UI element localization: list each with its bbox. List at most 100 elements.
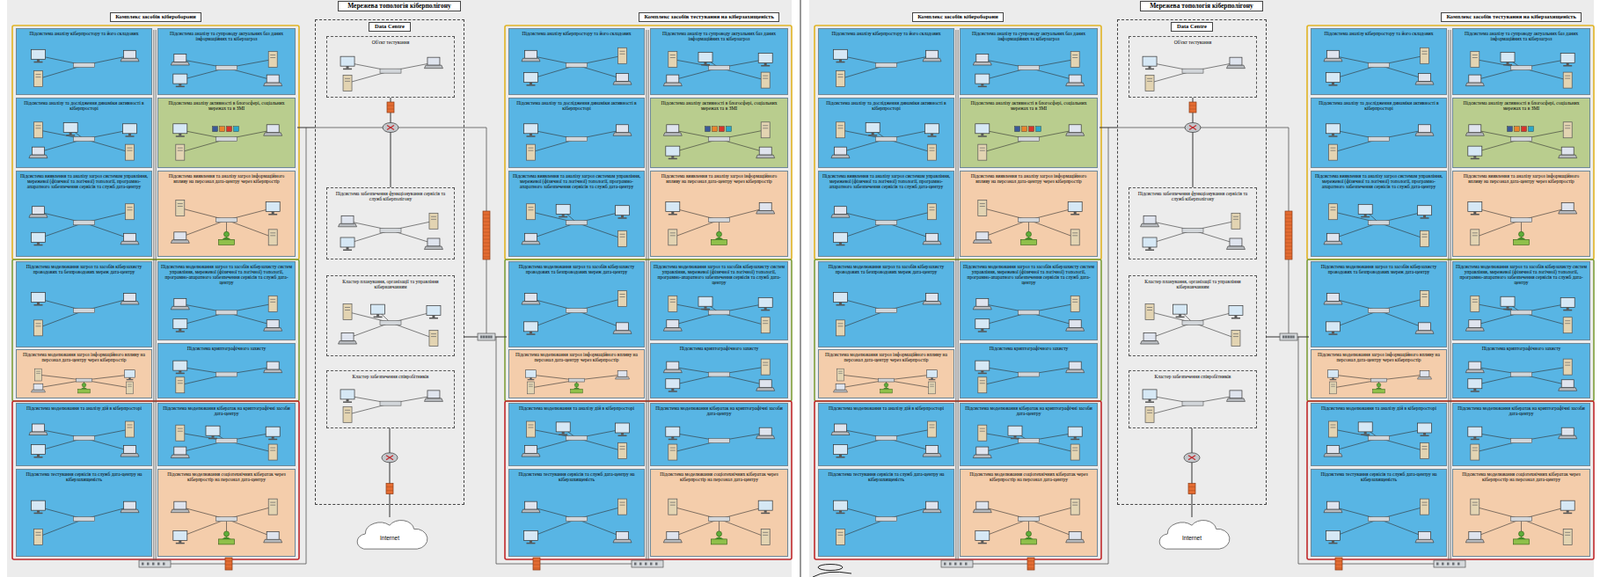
- subsystem-group-outline: [814, 401, 1102, 560]
- switch-icon: [1368, 308, 1390, 314]
- monitor-icon: [1325, 321, 1340, 336]
- laptop-icon: [922, 293, 942, 306]
- subsystem-box: Підсистема виявлення та аналізу загроз с…: [1310, 170, 1447, 257]
- server-case: [268, 498, 278, 515]
- laptop-icon: [831, 146, 850, 159]
- switch-icon: [708, 65, 731, 71]
- monitor-icon: [665, 146, 680, 160]
- server-icon: [1328, 144, 1337, 161]
- server-slot: [670, 57, 676, 59]
- firewall-brick: [1285, 218, 1293, 220]
- switch-port: [959, 562, 963, 566]
- switch-icon: [75, 378, 92, 382]
- monitor-base: [1470, 390, 1480, 393]
- server-case: [1070, 498, 1080, 515]
- monitor-screen: [523, 124, 538, 134]
- server-slot: [1422, 233, 1428, 235]
- subsystem-label: Підсистема аналізу активності в блогосфе…: [960, 98, 1097, 111]
- server-case: [618, 443, 628, 460]
- switch-port: [1287, 336, 1291, 339]
- switch-icon: [216, 218, 238, 223]
- monitor-icon: [1500, 51, 1515, 66]
- server-slot: [1422, 53, 1428, 55]
- switch-icon: [1511, 137, 1533, 142]
- laptop-icon: [263, 74, 283, 87]
- router-body: [1183, 452, 1200, 463]
- cluster-label: Об'єкт тестування: [1129, 36, 1257, 45]
- monitor-screen: [1468, 426, 1483, 437]
- subsystem-box: Підсистема тестування сервісів та служб …: [1310, 468, 1447, 557]
- router-arrow: [1189, 125, 1197, 131]
- server-case: [1470, 51, 1480, 67]
- monitor-icon: [1468, 146, 1483, 160]
- laptop-base: [521, 301, 541, 306]
- laptop-screen: [341, 333, 354, 342]
- laptop-base: [423, 65, 443, 69]
- device-group: [663, 122, 775, 160]
- device-group: [1327, 370, 1432, 395]
- device-group: [340, 56, 443, 91]
- monitor-screen: [1468, 379, 1483, 389]
- monitor-stand: [1566, 510, 1570, 513]
- subsystem-box: Підсистема моделювання загроз та засобів…: [1310, 261, 1447, 348]
- server-icon: [1070, 229, 1080, 246]
- laptop-icon: [1323, 293, 1343, 306]
- social-network-icon: [1514, 126, 1520, 132]
- server-slot: [837, 532, 843, 534]
- server-case: [175, 200, 185, 217]
- monitor-screen: [1142, 237, 1157, 248]
- laptop-screen: [266, 320, 279, 329]
- laptop-icon: [170, 501, 190, 513]
- switch-body: [1279, 333, 1298, 341]
- subsystem-label: Підсистема моделювання соціотехнічних кі…: [158, 469, 295, 483]
- laptop-base: [1417, 376, 1432, 380]
- server-slot: [270, 504, 276, 506]
- laptop-screen: [1418, 322, 1432, 331]
- monitor-icon: [1173, 304, 1188, 318]
- switch-port: [152, 562, 155, 566]
- server-case: [33, 528, 43, 545]
- monitor-icon: [173, 124, 188, 138]
- server-case: [1231, 330, 1241, 347]
- monitor-icon: [1327, 370, 1338, 380]
- device-group: [29, 122, 138, 161]
- monitor-stand: [704, 61, 708, 65]
- server-icon: [268, 229, 278, 246]
- monitor-base: [33, 512, 43, 515]
- laptop-screen: [427, 390, 440, 399]
- switch-body: [138, 560, 171, 568]
- monitor-icon: [975, 319, 990, 333]
- subsystem-label: Підсистема виявлення та аналізу загроз і…: [158, 171, 295, 184]
- monitor-icon: [1142, 237, 1157, 251]
- monitor-icon: [1325, 124, 1340, 138]
- server-slot: [1329, 206, 1336, 208]
- person-icon: [1513, 531, 1530, 545]
- server-slot: [35, 532, 41, 534]
- firewall-icon: [1285, 211, 1293, 260]
- person-desk: [1021, 239, 1038, 245]
- server-icon: [527, 381, 535, 395]
- network-wire: [1447, 29, 1449, 562]
- switch-icon: [73, 137, 95, 142]
- monitor-icon: [975, 360, 990, 374]
- laptop-icon: [663, 124, 682, 137]
- person-head: [1376, 382, 1381, 388]
- server-slot: [127, 384, 132, 386]
- subsystem-group-outline: [504, 401, 792, 560]
- laptop-base: [1465, 369, 1484, 373]
- laptop-screen: [1468, 320, 1482, 329]
- switch-icon: [138, 560, 171, 568]
- panel-separator: [800, 0, 802, 577]
- server-slot: [1329, 147, 1336, 149]
- device-group: [975, 124, 1085, 161]
- firewall-icon: [386, 483, 394, 495]
- switch-icon: [379, 227, 402, 233]
- server-case: [429, 330, 439, 347]
- server-case: [125, 421, 135, 438]
- server-slot: [762, 127, 768, 129]
- monitor-base: [268, 438, 278, 441]
- device-wire: [180, 219, 227, 238]
- pen-mark: [818, 564, 843, 571]
- server-icon: [978, 144, 987, 161]
- laptop-icon: [170, 446, 190, 459]
